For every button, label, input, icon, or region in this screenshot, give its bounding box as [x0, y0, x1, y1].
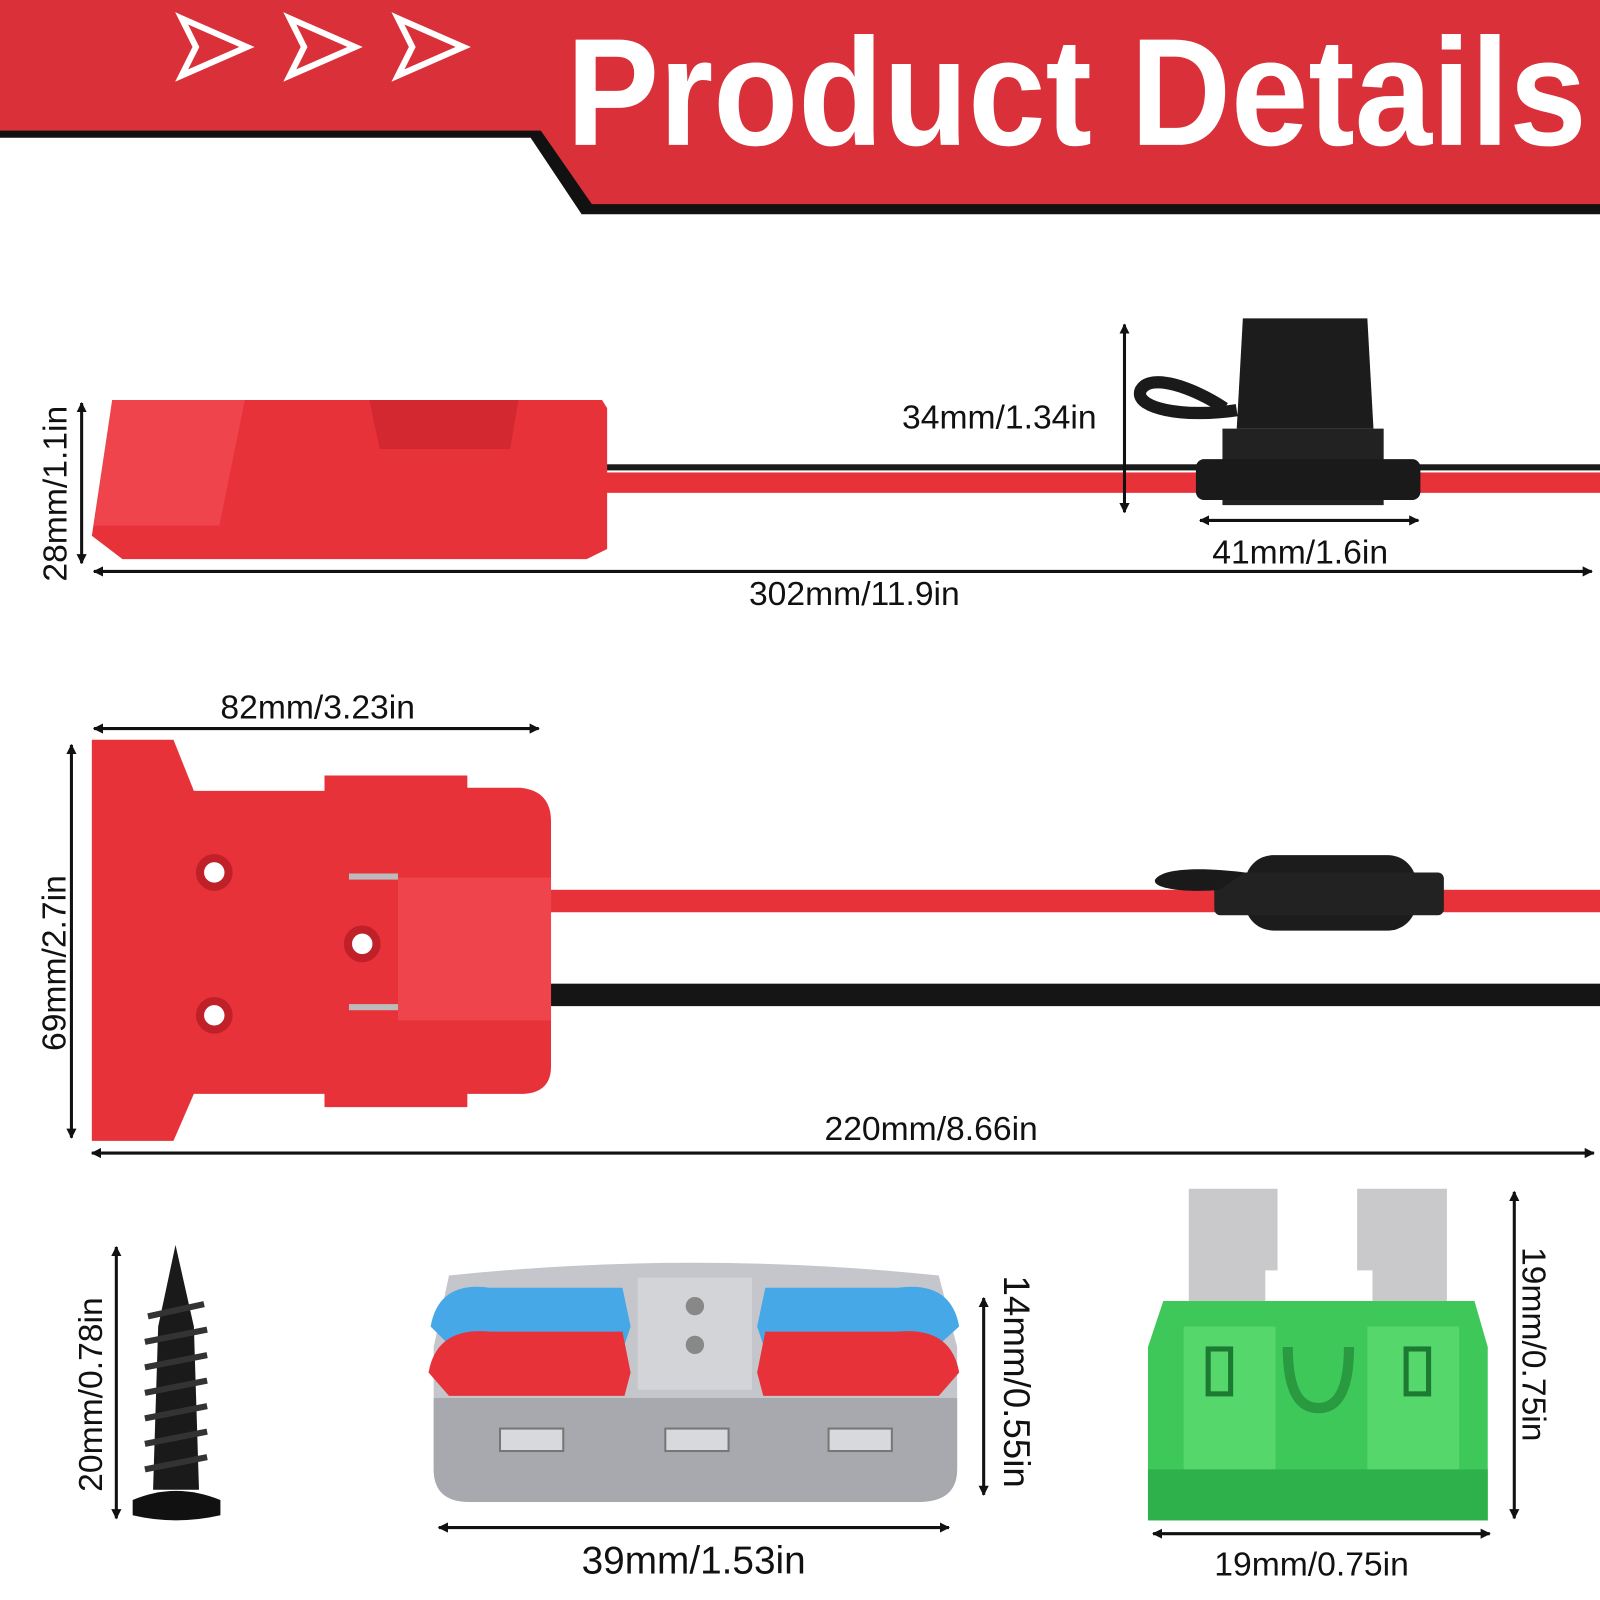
adapter-top-view	[91, 739, 1600, 1141]
fuse-width-label: 19mm/0.75in	[1214, 1547, 1409, 1584]
page-title: Product Details	[566, 7, 1586, 178]
connector-height-label: 14mm/0.55in	[996, 1276, 1037, 1488]
adapter-width-label: 82mm/3.23in	[220, 689, 415, 726]
blade-fuse-image	[1147, 1188, 1488, 1521]
header-banner: Product Details	[0, 0, 1600, 215]
fuse-holder-width-label: 41mm/1.6in	[1212, 534, 1388, 571]
screw-length-label: 20mm/0.78in	[73, 1297, 110, 1492]
triple-chevron-right-icon	[175, 12, 471, 82]
adapter-height-label: 69mm/2.7in	[36, 875, 73, 1051]
inline-fuse-holder-top	[1154, 855, 1444, 931]
adapter-side-height-label: 28mm/1.1in	[37, 406, 74, 582]
screw-image	[132, 1244, 221, 1521]
fuse-height-label: 19mm/0.75in	[1514, 1247, 1551, 1442]
adapter-side-view	[91, 318, 1600, 560]
fuse-holder-height-label: 34mm/1.34in	[902, 400, 1097, 437]
side-total-length-label: 302mm/11.9in	[749, 576, 960, 613]
inline-fuse-holder	[1133, 318, 1421, 506]
connector-width-label: 39mm/1.53in	[582, 1539, 806, 1582]
wire-connector-image	[428, 1262, 960, 1503]
top-total-length-label: 220mm/8.66in	[824, 1111, 1037, 1148]
